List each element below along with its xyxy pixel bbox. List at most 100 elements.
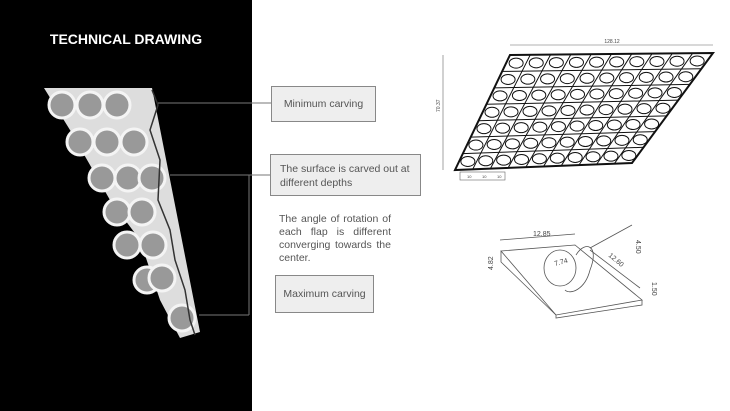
grid-cell-cup <box>599 72 615 84</box>
grid-cell-cup <box>579 104 595 116</box>
cell-dim: 10 <box>467 174 472 179</box>
carved-cup <box>147 263 177 293</box>
grid-cell-cup <box>511 90 527 102</box>
grid-cell-cup <box>559 136 575 148</box>
page-title: TECHNICAL DRAWING <box>49 31 203 47</box>
carved-cup <box>75 90 105 120</box>
grid-cell-cup <box>666 86 682 98</box>
grid-cell-cup <box>495 122 511 134</box>
grid-cell-cup <box>589 88 605 100</box>
grid-cell-cup <box>629 56 645 68</box>
dim-12-85: 12.85 <box>533 231 551 238</box>
callout-minimum-carving: Minimum carving <box>271 86 376 122</box>
callout-lines <box>158 102 271 316</box>
grid-cell-cup <box>560 104 576 116</box>
rotation-note: The angle of rotation of each flap is di… <box>279 213 391 264</box>
grid-cell-cup <box>570 88 586 100</box>
grid-cell-cup <box>496 154 512 166</box>
grid-drawing <box>442 44 715 181</box>
grid-col-line <box>543 53 612 167</box>
grid-cell-cup <box>540 73 556 85</box>
dim-4-50: 4.50 <box>634 240 641 254</box>
grid-col-line <box>507 54 572 169</box>
grid-cell-cup <box>550 89 566 101</box>
grid-col-line <box>472 54 531 170</box>
carved-cup <box>47 90 77 120</box>
grid-cell-cup <box>568 56 584 68</box>
grid-cell-cup <box>636 103 652 115</box>
grid-cell-cup <box>569 120 585 132</box>
grid-cell-cup <box>658 71 674 83</box>
grid-cell-cup <box>649 55 665 67</box>
grid-cell-cup <box>504 138 520 150</box>
grid-cell-cup <box>669 55 685 67</box>
grid-cell-cup <box>577 136 593 148</box>
grid-cell-cup <box>523 137 539 149</box>
grid-cell-cup <box>541 137 557 149</box>
carved-cup <box>102 197 132 227</box>
dim-1-50: 1.50 <box>650 282 657 296</box>
grid-cell-cup <box>655 102 671 114</box>
grid-cell-cup <box>531 153 547 165</box>
grid-cell-cup <box>460 155 476 167</box>
grid-col-line <box>578 53 653 166</box>
grid-col-line <box>525 53 592 168</box>
carved-cup <box>138 230 168 260</box>
grid-col-line <box>596 53 673 165</box>
grid-cell-cup <box>603 150 619 162</box>
grid-cell-cup <box>585 151 601 163</box>
grid-cell-cup <box>617 103 633 115</box>
callout-surface-depths: The surface is carved out at different d… <box>270 154 421 196</box>
grid-cell-cup <box>541 105 557 117</box>
grid-cell-cup <box>596 135 612 147</box>
grid-cell-cup <box>522 105 538 117</box>
grid-cell-cup <box>621 149 637 161</box>
callout-maximum-carving: Maximum carving <box>275 275 374 313</box>
grid-cell-cup <box>647 87 663 99</box>
carved-cup <box>65 127 95 157</box>
grid-cell-cup <box>589 56 605 68</box>
grid-cell-cup <box>619 72 635 84</box>
carved-cup <box>92 127 122 157</box>
grid-cell-cup <box>468 139 484 151</box>
grid-cell-cup <box>508 57 524 69</box>
dim-12-60: 12.60 <box>607 252 625 269</box>
grid-cell-cup <box>632 134 648 146</box>
grid-cell-cup <box>567 151 583 163</box>
grid-cell-cup <box>628 87 644 99</box>
grid-cell-cup <box>520 73 536 85</box>
grid-cell-cup <box>513 122 529 134</box>
cell-dim: 10 <box>497 174 502 179</box>
grid-cell-cup <box>689 55 705 67</box>
grid-cell-cup <box>608 88 624 100</box>
grid-cell-cup <box>638 71 654 83</box>
grid-cell-cup <box>531 89 547 101</box>
grid-cell-cup <box>528 57 544 69</box>
carved-cup <box>87 163 117 193</box>
carved-cup <box>127 197 157 227</box>
grid-cell-cup <box>644 118 660 130</box>
grid-cell-cup <box>678 71 694 83</box>
grid-cell-cup <box>606 119 622 131</box>
grid-cell-cup <box>503 106 519 118</box>
dim-4-82: 4.82 <box>488 256 495 270</box>
grid-col-line <box>489 54 552 169</box>
carved-cup <box>102 90 132 120</box>
grid-cell-cup <box>550 121 566 133</box>
grid-cell-cup <box>486 138 502 150</box>
carved-cup <box>113 163 143 193</box>
grid-col-line <box>560 53 633 167</box>
grid-cell-cup <box>549 152 565 164</box>
grid-cell-cup <box>625 118 641 130</box>
carved-cup <box>167 303 197 333</box>
model-photo <box>44 88 200 338</box>
carved-cup <box>137 163 167 193</box>
dim-7-74: 7.74 <box>554 258 569 268</box>
grid-col-line <box>613 52 694 164</box>
grid-width-dim: 128.12 <box>604 39 620 45</box>
grid-cell-cup <box>500 73 516 85</box>
carved-cup <box>112 230 142 260</box>
carved-cup <box>119 127 149 157</box>
grid-cell-cup <box>476 123 492 135</box>
grid-cell-cup <box>598 104 614 116</box>
